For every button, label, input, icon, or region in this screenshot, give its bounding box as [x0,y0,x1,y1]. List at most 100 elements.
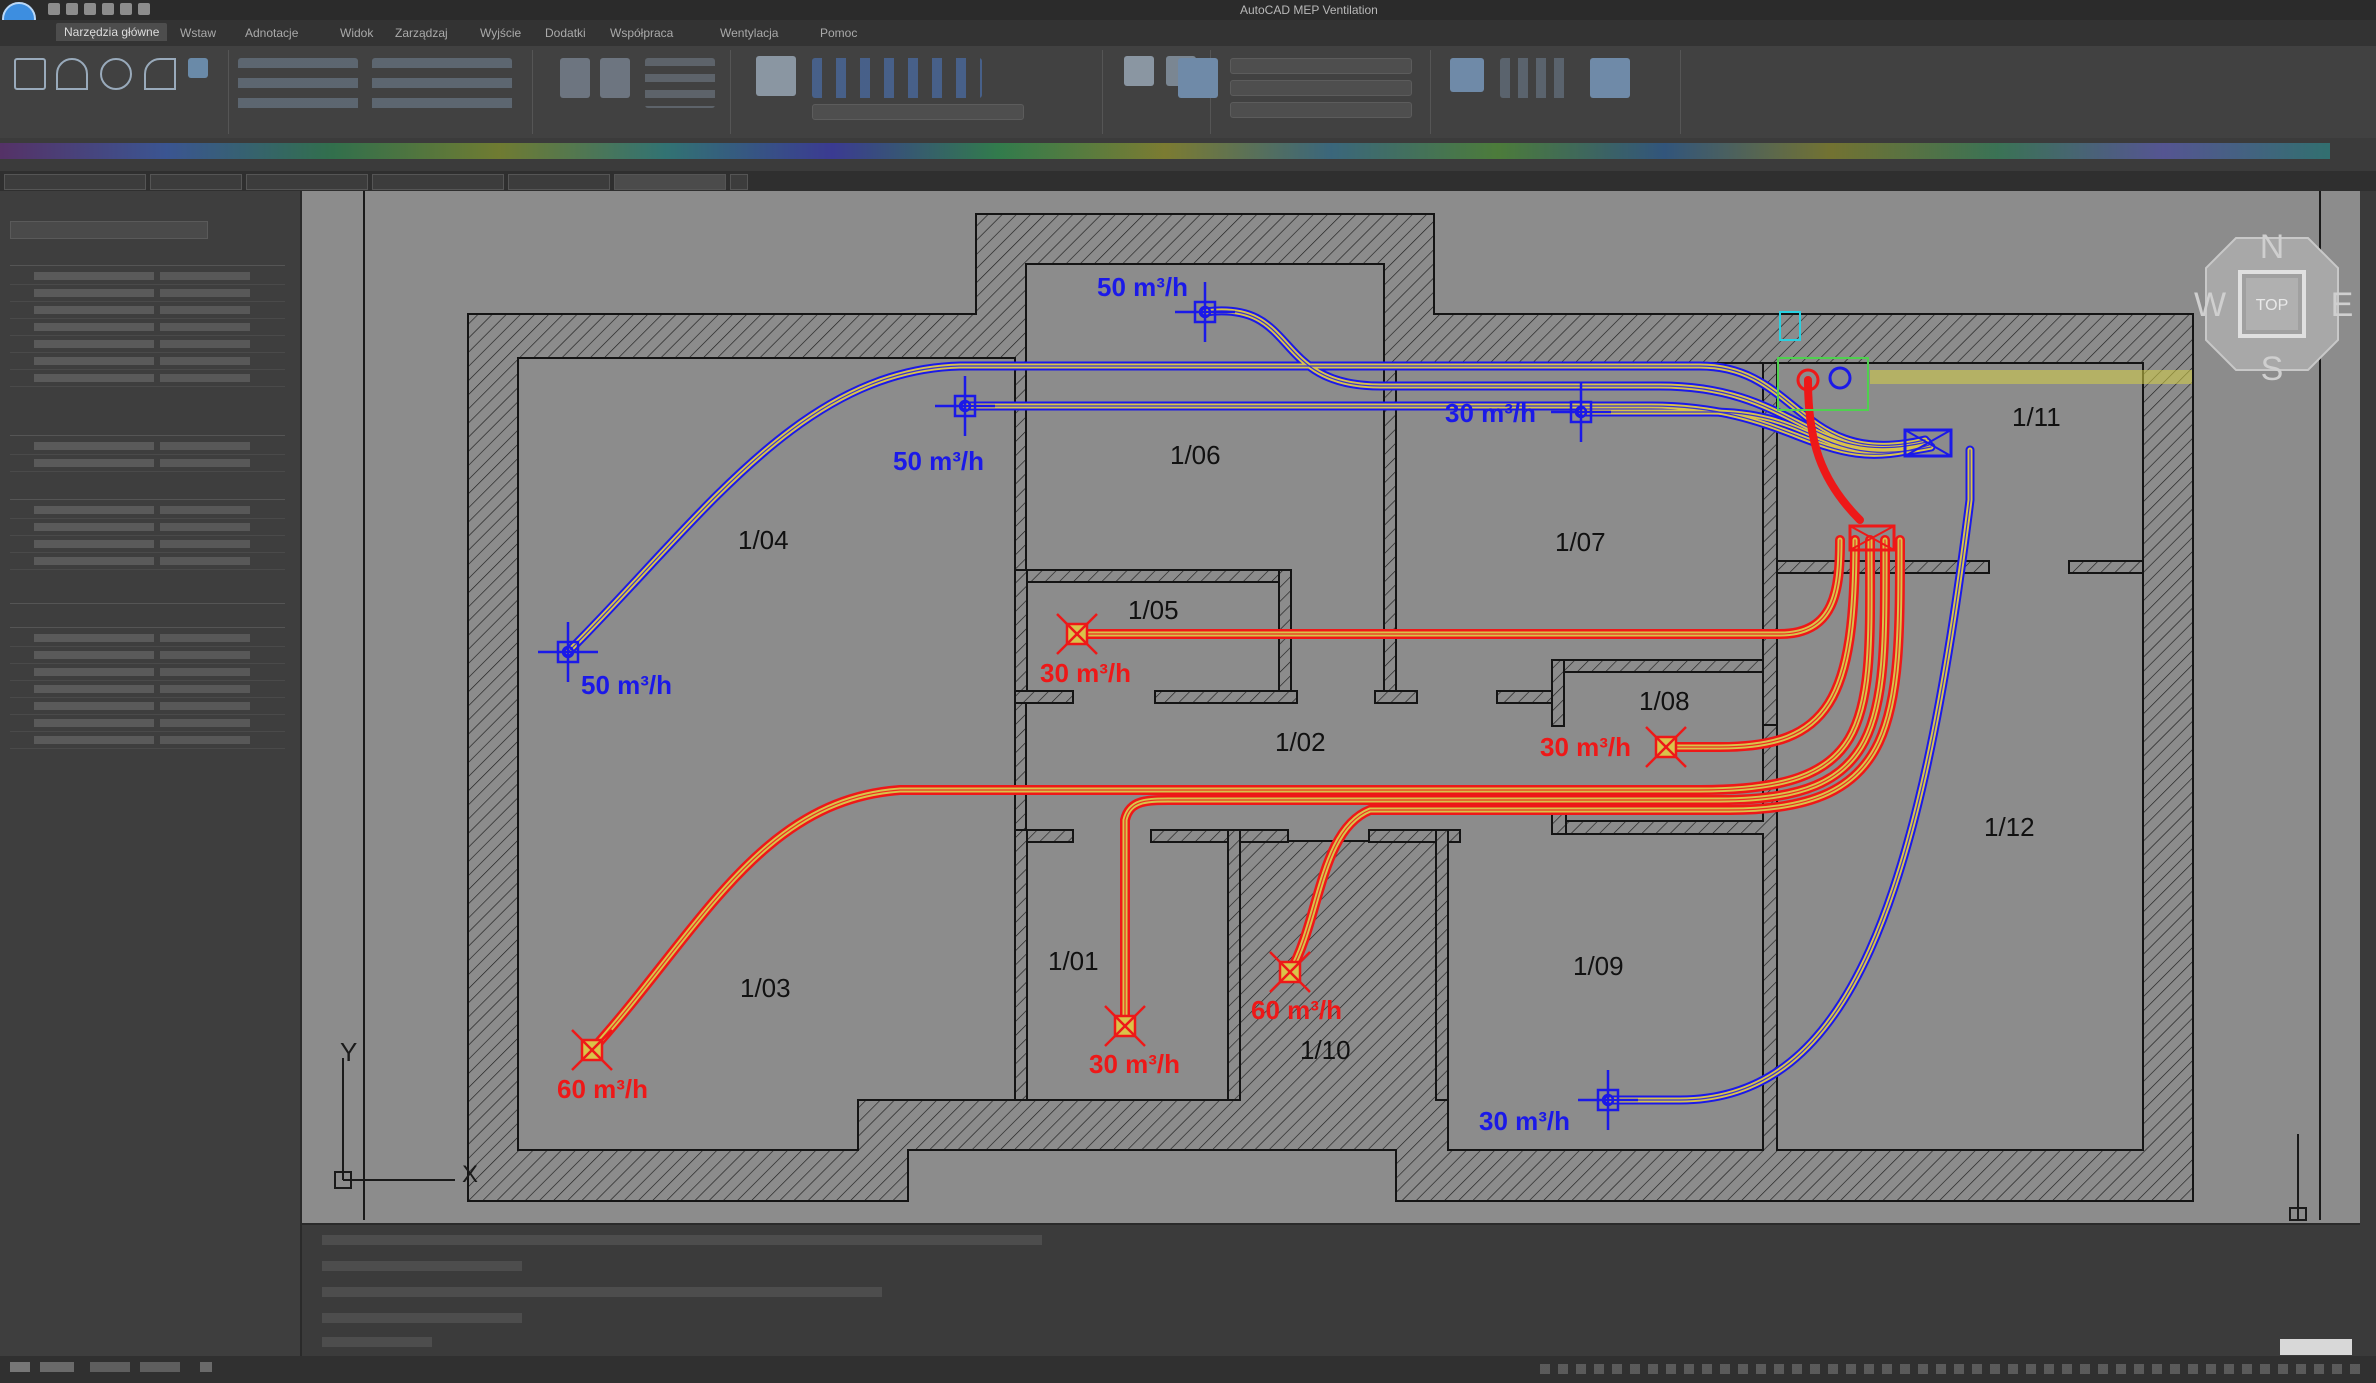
layout-tab[interactable] [140,1362,180,1372]
doc-tab[interactable] [508,174,610,190]
command-line-panel[interactable] [302,1223,2360,1358]
airflow-label: 50 m³/h [1097,272,1188,302]
command-history-line [322,1261,522,1271]
property-row[interactable] [10,701,285,715]
command-button[interactable] [2280,1339,2352,1355]
tab-addins[interactable]: Dodatki [545,26,586,40]
property-row[interactable] [10,556,285,570]
color-dropdown[interactable] [1230,58,1412,74]
rectangle-icon[interactable] [188,58,208,78]
supply-ducts[interactable] [563,306,1975,1105]
insert-block-icon[interactable] [1124,56,1154,86]
property-row[interactable] [10,305,285,319]
tab-help[interactable]: Pomoc [820,26,858,40]
supply-diffusers[interactable] [538,282,1638,1130]
layer-properties-icon[interactable] [756,56,796,96]
property-row[interactable] [10,322,285,336]
exhaust-manifold[interactable] [1848,524,1896,552]
exhaust-ducts[interactable] [587,376,1905,1055]
property-row[interactable] [10,633,285,647]
doc-tab[interactable] [4,174,146,190]
command-input[interactable] [322,1337,432,1347]
property-row[interactable] [10,650,285,664]
layout-tab[interactable] [40,1362,74,1372]
tab-insert[interactable]: Wstaw [180,26,216,40]
drawing-canvas[interactable]: 1/04 1/06 1/07 1/05 1/08 1/02 1/11 1/12 … [302,191,2360,1223]
view-icon[interactable] [1590,58,1630,98]
property-row[interactable] [10,735,285,749]
property-row[interactable] [10,458,285,472]
layer-tools-icon[interactable] [812,58,982,98]
ribbon-group-properties [1170,50,1431,134]
selection-dropdown[interactable] [10,221,208,239]
polyline-icon[interactable] [56,58,88,90]
property-row[interactable] [10,373,285,387]
property-row[interactable] [10,684,285,698]
exhaust-diffusers[interactable] [571,613,1687,1071]
tab-annotate[interactable]: Adnotacje [245,26,299,40]
supply-manifold[interactable] [1903,428,1953,458]
property-row[interactable] [10,356,285,370]
section-3d-visualization[interactable] [10,423,285,436]
dimension-icon[interactable] [600,58,630,98]
new-tab-button[interactable] [730,174,748,190]
property-row[interactable] [10,271,285,285]
model-space-button[interactable] [10,1362,30,1372]
new-icon[interactable] [48,3,60,15]
status-toggles[interactable] [1540,1364,2360,1374]
print-icon[interactable] [102,3,114,15]
undo-icon[interactable] [120,3,132,15]
line-icon[interactable] [14,58,46,90]
ribbon-group-layers [742,50,1103,134]
tab-output[interactable]: Wyjście [480,26,522,40]
layer-dropdown[interactable] [812,104,1024,120]
property-row[interactable] [10,288,285,302]
room-label: 1/07 [1555,527,1606,557]
room-label: 1/03 [740,973,791,1003]
property-row[interactable] [10,718,285,732]
tab-view[interactable]: Widok [340,26,374,40]
ucs-x-label: X [462,1161,478,1188]
leader-icon[interactable] [645,58,715,108]
section-view[interactable] [10,591,285,604]
ventilation-unit[interactable] [1777,311,2192,411]
doc-tab[interactable] [246,174,368,190]
room-label: 1/04 [738,525,789,555]
property-row[interactable] [10,441,285,455]
open-icon[interactable] [66,3,78,15]
measure-icon[interactable] [1450,58,1484,92]
tab-home[interactable]: Narzędzia główne [56,23,168,41]
doc-tab[interactable] [372,174,504,190]
group-tools-icon[interactable] [1500,58,1570,98]
color-toolbar[interactable] [0,143,2330,159]
airflow-label: 60 m³/h [557,1074,648,1104]
text-icon[interactable] [560,58,590,98]
tab-ventilation[interactable]: Wentylacja [720,26,779,40]
section-general[interactable] [10,253,285,266]
match-properties-icon[interactable] [1178,58,1218,98]
property-row[interactable] [10,339,285,353]
save-icon[interactable] [84,3,96,15]
section-misc[interactable] [10,615,285,628]
room-label: 1/12 [1984,812,2035,842]
property-row[interactable] [10,522,285,536]
circle-icon[interactable] [100,58,132,90]
section-plot-style[interactable] [10,487,285,500]
modify-tools-icon[interactable] [238,58,358,118]
tab-collaborate[interactable]: Współpraca [610,26,674,40]
linetype-dropdown[interactable] [1230,80,1412,96]
modify-tools-2-icon[interactable] [372,58,512,118]
doc-tab[interactable] [150,174,242,190]
property-row[interactable] [10,505,285,519]
doc-tab-active[interactable] [614,174,726,190]
property-row[interactable] [10,539,285,553]
add-layout-button[interactable] [200,1362,212,1372]
tab-manage[interactable]: Zarządzaj [395,26,448,40]
layout-tab[interactable] [90,1362,130,1372]
arc-icon[interactable] [144,58,176,90]
viewcube-west: W [2194,286,2226,324]
lineweight-dropdown[interactable] [1230,102,1412,118]
redo-icon[interactable] [138,3,150,15]
property-row[interactable] [10,667,285,681]
viewcube[interactable]: TOP N S W E [2192,224,2352,384]
